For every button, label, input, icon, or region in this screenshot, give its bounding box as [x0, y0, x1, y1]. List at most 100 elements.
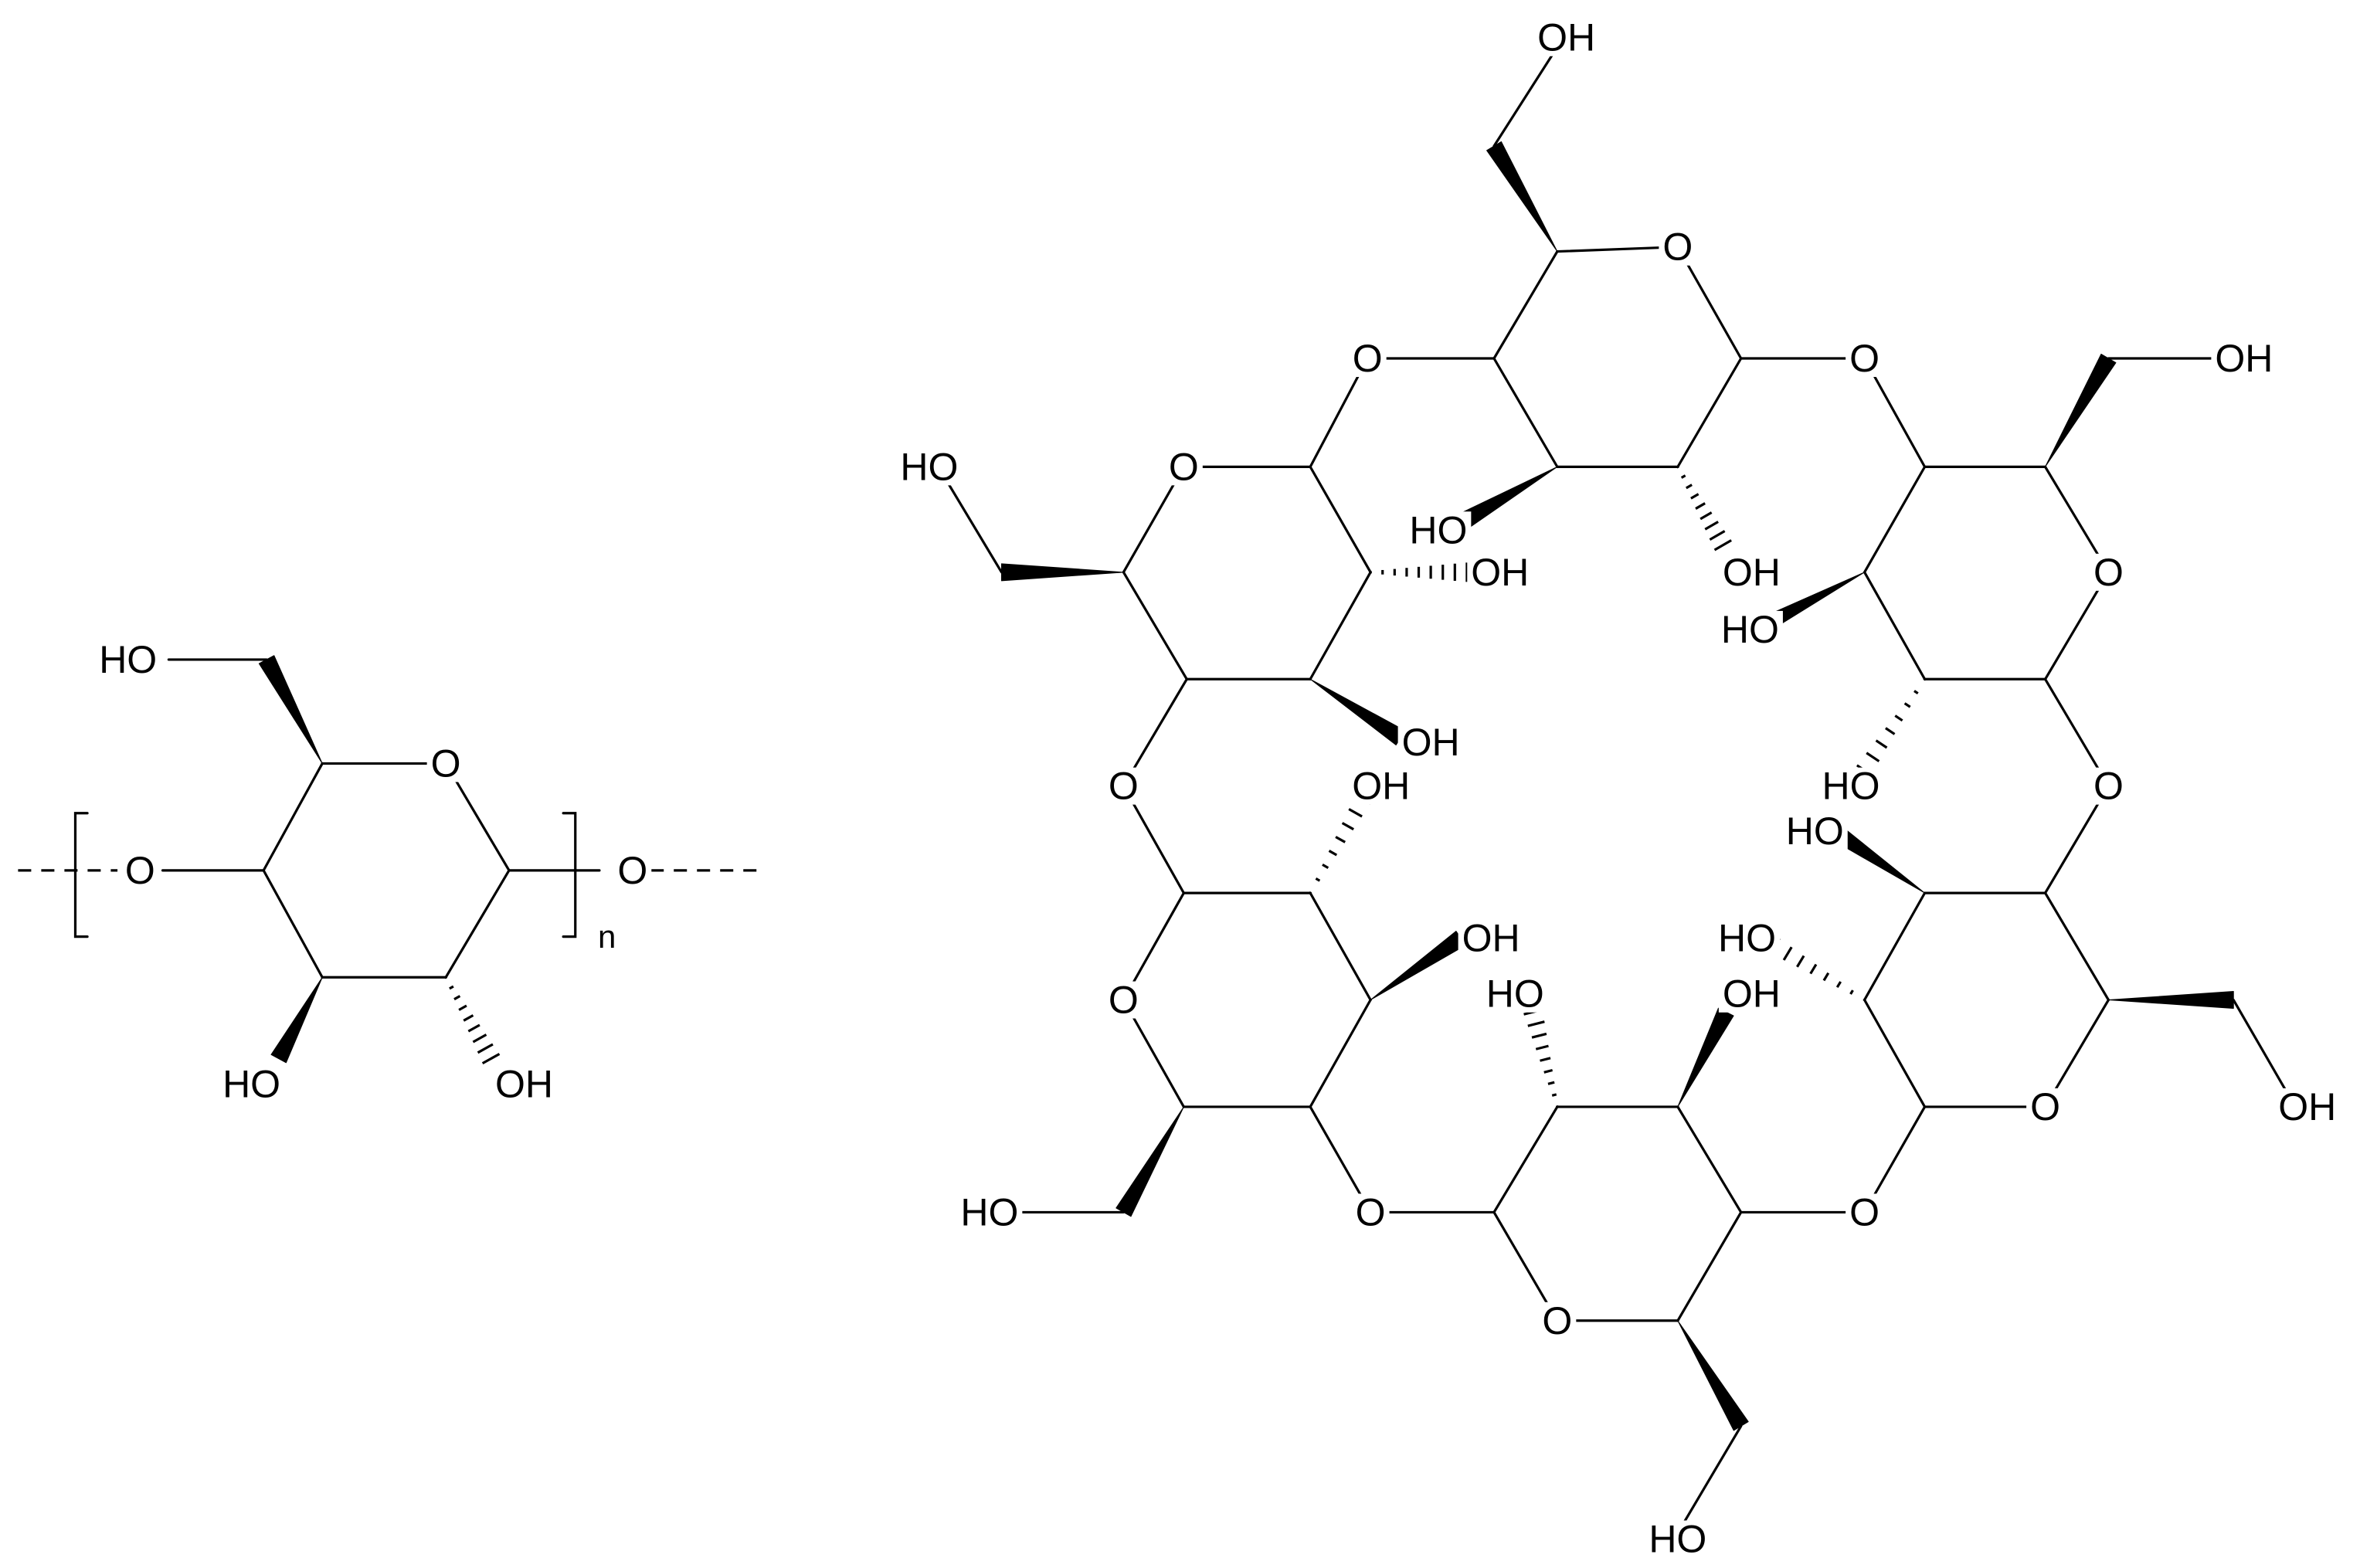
- ring2-bond-c5-c4: [1122, 571, 1188, 680]
- label-mask: [1846, 1193, 1884, 1231]
- label-mask: [1405, 511, 1472, 549]
- ring4-bond-c5-c4: [1676, 1210, 1743, 1322]
- label-u1-oh6: OH: [1537, 16, 1595, 59]
- hash-stroke: [481, 1053, 501, 1065]
- label-mask: [426, 745, 465, 782]
- label-mask: [1718, 975, 1784, 1013]
- ring1-bond-o5-c5: [1556, 246, 1679, 253]
- label-ho-c3: HO: [222, 1063, 280, 1106]
- hash-stroke: [1894, 714, 1903, 722]
- label-u3-oh3: OH: [1462, 917, 1520, 960]
- ring3-bond-c4-c3: [1309, 998, 1372, 1108]
- wedge-u1-c6: [1486, 141, 1558, 253]
- label-mask: [121, 851, 159, 889]
- hash-stroke: [1527, 1020, 1545, 1027]
- wedge-u2-c6: [1000, 563, 1124, 582]
- ring2-bond-c3-c2: [1309, 571, 1372, 680]
- wedge-u3-oh3: [1370, 931, 1466, 1001]
- label-mask: [1467, 553, 1533, 591]
- label-mask: [95, 640, 161, 678]
- hash-stroke: [1809, 963, 1818, 975]
- hash-stroke: [449, 985, 454, 990]
- label-ring4-oxygen: O: [1542, 1299, 1572, 1342]
- label-mask: [1104, 767, 1143, 805]
- label-u1-oh3: HO: [1409, 508, 1467, 552]
- hash-u2-oh2: [1369, 562, 1469, 582]
- ring5-bond-c2-c1: [1863, 998, 1927, 1108]
- hash-stroke: [1875, 739, 1888, 749]
- label-mask: [2274, 1088, 2341, 1125]
- repeat-bracket-left: [73, 812, 89, 938]
- label-bridge4-oxygen: O: [1849, 1190, 1880, 1234]
- hash-stroke: [1535, 1044, 1549, 1050]
- hash-u4-oh2: [1523, 1008, 1559, 1108]
- wedge-u2-oh3: [1309, 678, 1406, 746]
- label-mask: [1781, 813, 1848, 850]
- hash-stroke: [477, 1043, 494, 1054]
- wedge-u5-c6: [2107, 991, 2234, 1010]
- wedge-c5-c6: [258, 655, 323, 764]
- label-mask: [1351, 1193, 1390, 1231]
- hash-stroke: [1309, 891, 1312, 895]
- label-mask: [491, 1065, 557, 1103]
- wedge-c3-oh: [270, 976, 323, 1064]
- ring-bond-c4-c5: [262, 762, 324, 872]
- label-ring6-oxygen: O: [2093, 551, 2124, 594]
- hash-stroke: [1782, 946, 1793, 961]
- label-mask: [2089, 767, 2127, 805]
- ring3-bond-c3-c2: [1309, 891, 1372, 1002]
- label-mask: [956, 1193, 1023, 1231]
- hash-stroke: [1796, 955, 1805, 968]
- label-u5-oh2: HO: [1718, 917, 1776, 960]
- label-ring3-oxygen: O: [1109, 979, 1139, 1022]
- label-mask: [1104, 981, 1143, 1019]
- hash-stroke: [1315, 877, 1321, 882]
- label-bridge5-oxygen: O: [2093, 765, 2124, 808]
- hash-stroke: [1328, 850, 1338, 857]
- label-mask: [1397, 724, 1464, 762]
- label-u6-oh6: OH: [2215, 337, 2273, 380]
- ring-bond-c3-c4: [262, 869, 324, 979]
- label-bridge3-oxygen: O: [1356, 1190, 1386, 1234]
- label-mask: [219, 1065, 285, 1103]
- label-ring-oxygen: O: [431, 742, 461, 785]
- label-ring2-oxygen: O: [1169, 445, 1199, 488]
- wedge-u4-c6: [1677, 1320, 1749, 1431]
- hash-stroke: [1690, 493, 1700, 500]
- label-mask: [1533, 19, 1600, 56]
- hash-stroke: [1348, 808, 1363, 818]
- label-mask: [1714, 919, 1781, 957]
- label-u2-oh6: HO: [900, 445, 958, 488]
- label-mask: [1818, 767, 1884, 805]
- hash-stroke: [1885, 727, 1896, 735]
- hash-stroke: [1903, 702, 1911, 708]
- label-mask: [2026, 1088, 2064, 1125]
- ring2-bond-c2-c1: [1309, 465, 1372, 574]
- repeat-subscript-n: n: [598, 918, 616, 955]
- hash-stroke: [1835, 981, 1842, 989]
- hash-stroke: [1863, 998, 1866, 1002]
- label-bridge1-oxygen: O: [1353, 337, 1383, 380]
- hash-stroke: [1680, 474, 1686, 479]
- label-mask: [1348, 767, 1414, 805]
- hash-stroke: [472, 1033, 487, 1044]
- wedge-u1-oh3: [1458, 466, 1558, 529]
- label-mask: [1645, 1520, 1711, 1558]
- hash-stroke: [1923, 677, 1927, 681]
- label-u5-oh3: HO: [1786, 809, 1844, 853]
- ring1-bond-c4-c3: [1492, 357, 1559, 468]
- ring1-bond-c2-c1: [1676, 357, 1743, 468]
- hash-stroke: [1322, 864, 1329, 869]
- label-u2-oh2: OH: [1471, 551, 1529, 594]
- bond-u4-c6-o6: [1676, 1424, 1743, 1535]
- hash-stroke: [1913, 690, 1919, 695]
- label-mask: [613, 851, 652, 889]
- label-ring1-oxygen: O: [1662, 226, 1693, 269]
- hash-stroke: [1822, 972, 1830, 982]
- label-u3-oh2: OH: [1352, 765, 1410, 808]
- ring6-bond-c4-c3: [1863, 465, 1927, 574]
- label-bridge-oxygen-left: O: [125, 849, 155, 892]
- hash-stroke: [1849, 989, 1854, 995]
- hash-stroke: [1531, 1032, 1547, 1039]
